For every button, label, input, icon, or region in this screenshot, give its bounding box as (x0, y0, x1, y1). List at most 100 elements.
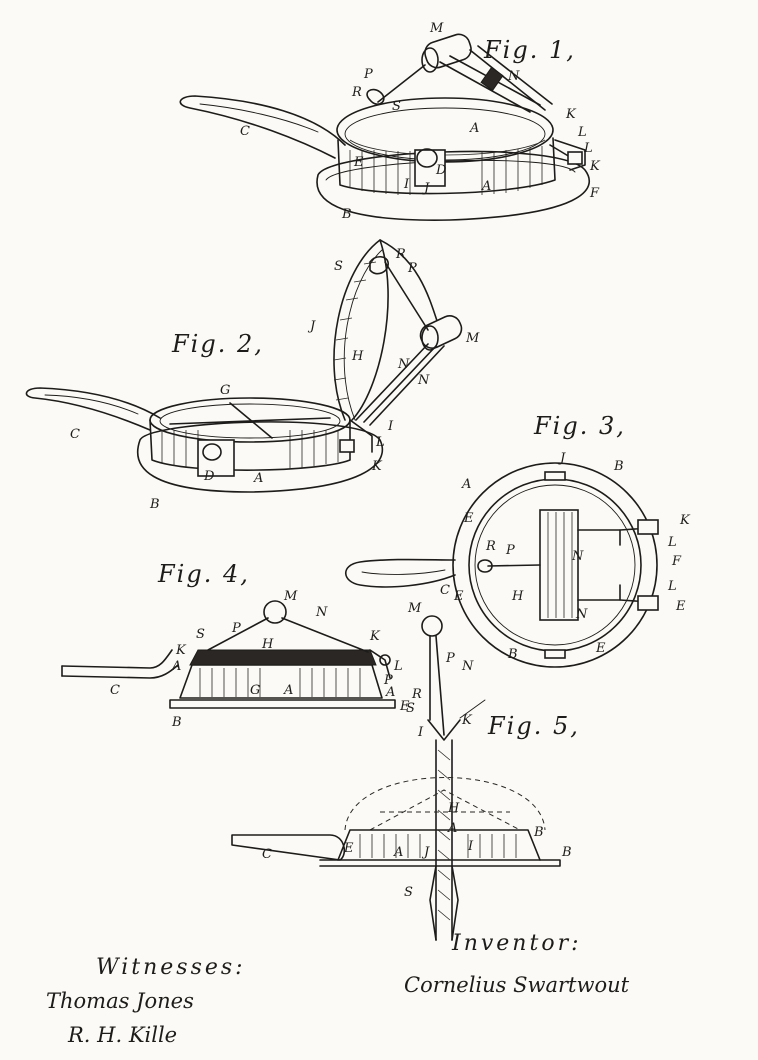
figure-3: J B A E K L F R P N C E H N L E B E Fig.… (344, 412, 691, 668)
fig2-lid-open (333, 239, 441, 421)
svg-text:D: D (435, 163, 447, 178)
svg-text:B: B (171, 715, 182, 730)
svg-text:E: E (453, 589, 464, 604)
svg-text:A: A (481, 179, 491, 194)
figure-2: S R P J M H N N G C D A I L K B Fig. 2, (25, 239, 480, 512)
svg-text:P: P (231, 621, 241, 636)
svg-text:K: K (589, 159, 601, 174)
fig4-pan-section (179, 664, 383, 699)
svg-text:C: C (440, 583, 450, 598)
svg-text:N: N (417, 373, 430, 388)
fig2-handle (25, 387, 161, 431)
svg-text:A: A (461, 477, 471, 492)
fig3-handle (344, 558, 456, 588)
svg-text:B: B (561, 845, 572, 860)
witnesses-label: Witnesses: (96, 955, 246, 980)
svg-text:C: C (70, 427, 80, 442)
svg-text:N: N (315, 605, 328, 620)
fig3-label: Fig. 3, (533, 412, 626, 440)
fig5-label: Fig. 5, (487, 712, 580, 740)
svg-text:N: N (575, 607, 588, 622)
fig4-label: Fig. 4, (157, 560, 250, 588)
svg-text:J: J (421, 845, 430, 860)
svg-text:L: L (375, 435, 385, 450)
svg-text:P: P (383, 673, 393, 688)
svg-text:K: K (565, 107, 577, 122)
svg-text:I: I (403, 177, 410, 192)
fig5-roller (421, 615, 443, 637)
svg-text:F: F (671, 554, 682, 569)
fig2-base-plate (136, 421, 384, 493)
svg-text:A: A (283, 683, 293, 698)
svg-text:P: P (363, 67, 373, 82)
svg-text:S: S (404, 885, 413, 900)
svg-text:P: P (505, 543, 515, 558)
svg-text:H: H (447, 801, 460, 816)
svg-text:P: P (445, 651, 455, 666)
svg-text:L: L (667, 535, 677, 550)
svg-text:K: K (371, 459, 383, 474)
svg-text:L: L (393, 659, 403, 674)
svg-text:H: H (261, 637, 274, 652)
svg-text:I: I (467, 839, 474, 854)
svg-text:N: N (507, 69, 520, 84)
fig4-roller (263, 600, 287, 624)
fig1-handle (179, 95, 346, 159)
fig5-pan-section (337, 829, 541, 861)
fig5-handle (231, 834, 346, 861)
svg-text:E: E (353, 155, 364, 170)
svg-text:H: H (351, 349, 364, 364)
svg-text:E: E (463, 511, 474, 526)
svg-text:K: K (461, 713, 473, 728)
svg-text:E: E (343, 841, 354, 856)
svg-text:J: J (307, 319, 316, 334)
svg-text:R: R (351, 85, 362, 100)
svg-text:L: L (577, 125, 587, 140)
svg-text:A: A (385, 685, 395, 700)
svg-text:J: J (421, 181, 430, 196)
svg-text:B: B (533, 825, 544, 840)
svg-text:L: L (583, 141, 593, 156)
svg-text:S: S (392, 99, 401, 114)
svg-text:A: A (447, 821, 457, 836)
witness-name-1: Thomas Jones (46, 989, 194, 1013)
witness-name-2: R. H. Kille (67, 1023, 177, 1047)
svg-text:R: R (395, 247, 406, 262)
figure-5: M P N R S K I H A B B C E A J I S Fig. 5… (231, 601, 580, 941)
svg-text:K: K (369, 629, 381, 644)
svg-text:M: M (283, 589, 298, 604)
fig4-handle (61, 649, 179, 679)
fig1-label: Fig. 1, (483, 36, 576, 64)
svg-text:B: B (507, 647, 518, 662)
svg-text:M: M (407, 601, 422, 616)
fig5-swing-arc (344, 777, 546, 831)
svg-text:N: N (461, 659, 474, 674)
fig1-pan-body (337, 137, 556, 195)
svg-text:R: R (485, 539, 496, 554)
svg-text:C: C (240, 124, 250, 139)
fig5-upright-lid (435, 739, 453, 941)
svg-text:E: E (675, 599, 686, 614)
svg-text:S: S (196, 627, 205, 642)
svg-text:C: C (262, 847, 272, 862)
svg-text:B: B (341, 207, 352, 222)
svg-text:K: K (679, 513, 691, 528)
svg-text:M: M (465, 331, 480, 346)
svg-text:D: D (203, 469, 215, 484)
svg-text:E: E (595, 641, 606, 656)
svg-text:F: F (589, 186, 600, 201)
svg-text:E: E (399, 699, 410, 714)
figure-1: M P R S N K L L K F C E D I J A A B Fig.… (179, 21, 601, 222)
svg-text:S: S (334, 259, 343, 274)
svg-text:G: G (250, 683, 260, 698)
svg-text:K: K (175, 643, 187, 658)
svg-text:A: A (171, 659, 181, 674)
svg-text:I: I (417, 725, 424, 740)
svg-text:A: A (393, 845, 403, 860)
fig4-lid-section (189, 649, 377, 666)
svg-text:R: R (411, 687, 422, 702)
svg-text:H: H (511, 589, 524, 604)
inventor-name: Cornelius Swartwout (404, 973, 630, 997)
